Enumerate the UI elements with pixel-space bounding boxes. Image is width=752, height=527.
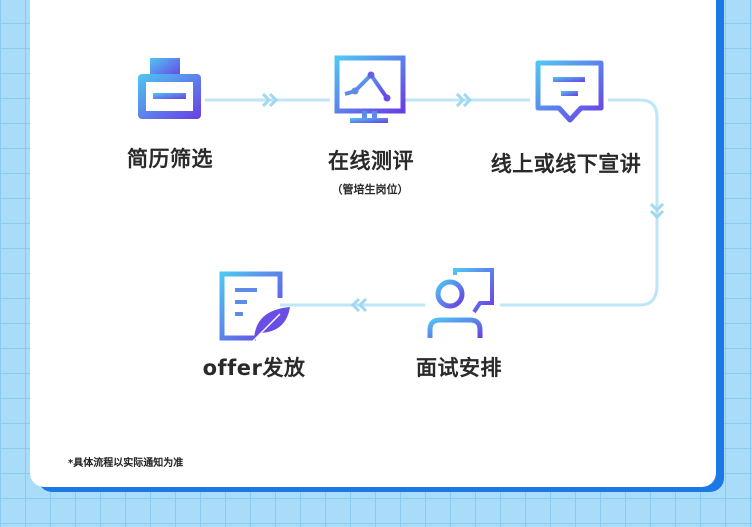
chevron-left-icon: [350, 297, 368, 313]
step-label-resume-screening: 简历筛选: [127, 147, 213, 171]
document-feather-icon: [219, 271, 290, 343]
step-label-interview: 面试安排: [416, 356, 502, 380]
speech-bubble-icon: [535, 60, 604, 123]
chevron-right-icon: [261, 92, 279, 108]
step-sublabel-management-trainee: （管培生岗位）: [331, 183, 409, 196]
chevron-down-icon: [649, 202, 665, 220]
step-label-offer: offer发放: [202, 356, 306, 380]
interview-person-icon: [427, 268, 494, 338]
step-label-online-assessment: 在线测评: [328, 149, 414, 173]
chevron-right-icon: [455, 92, 473, 108]
step-label-presentation: 线上或线下宣讲: [490, 152, 642, 176]
monitor-chart-icon: [334, 55, 406, 123]
resume-tray-icon: [138, 58, 201, 119]
footnote: *具体流程以实际通知为准: [68, 458, 184, 469]
connector-line: [130, 98, 659, 307]
